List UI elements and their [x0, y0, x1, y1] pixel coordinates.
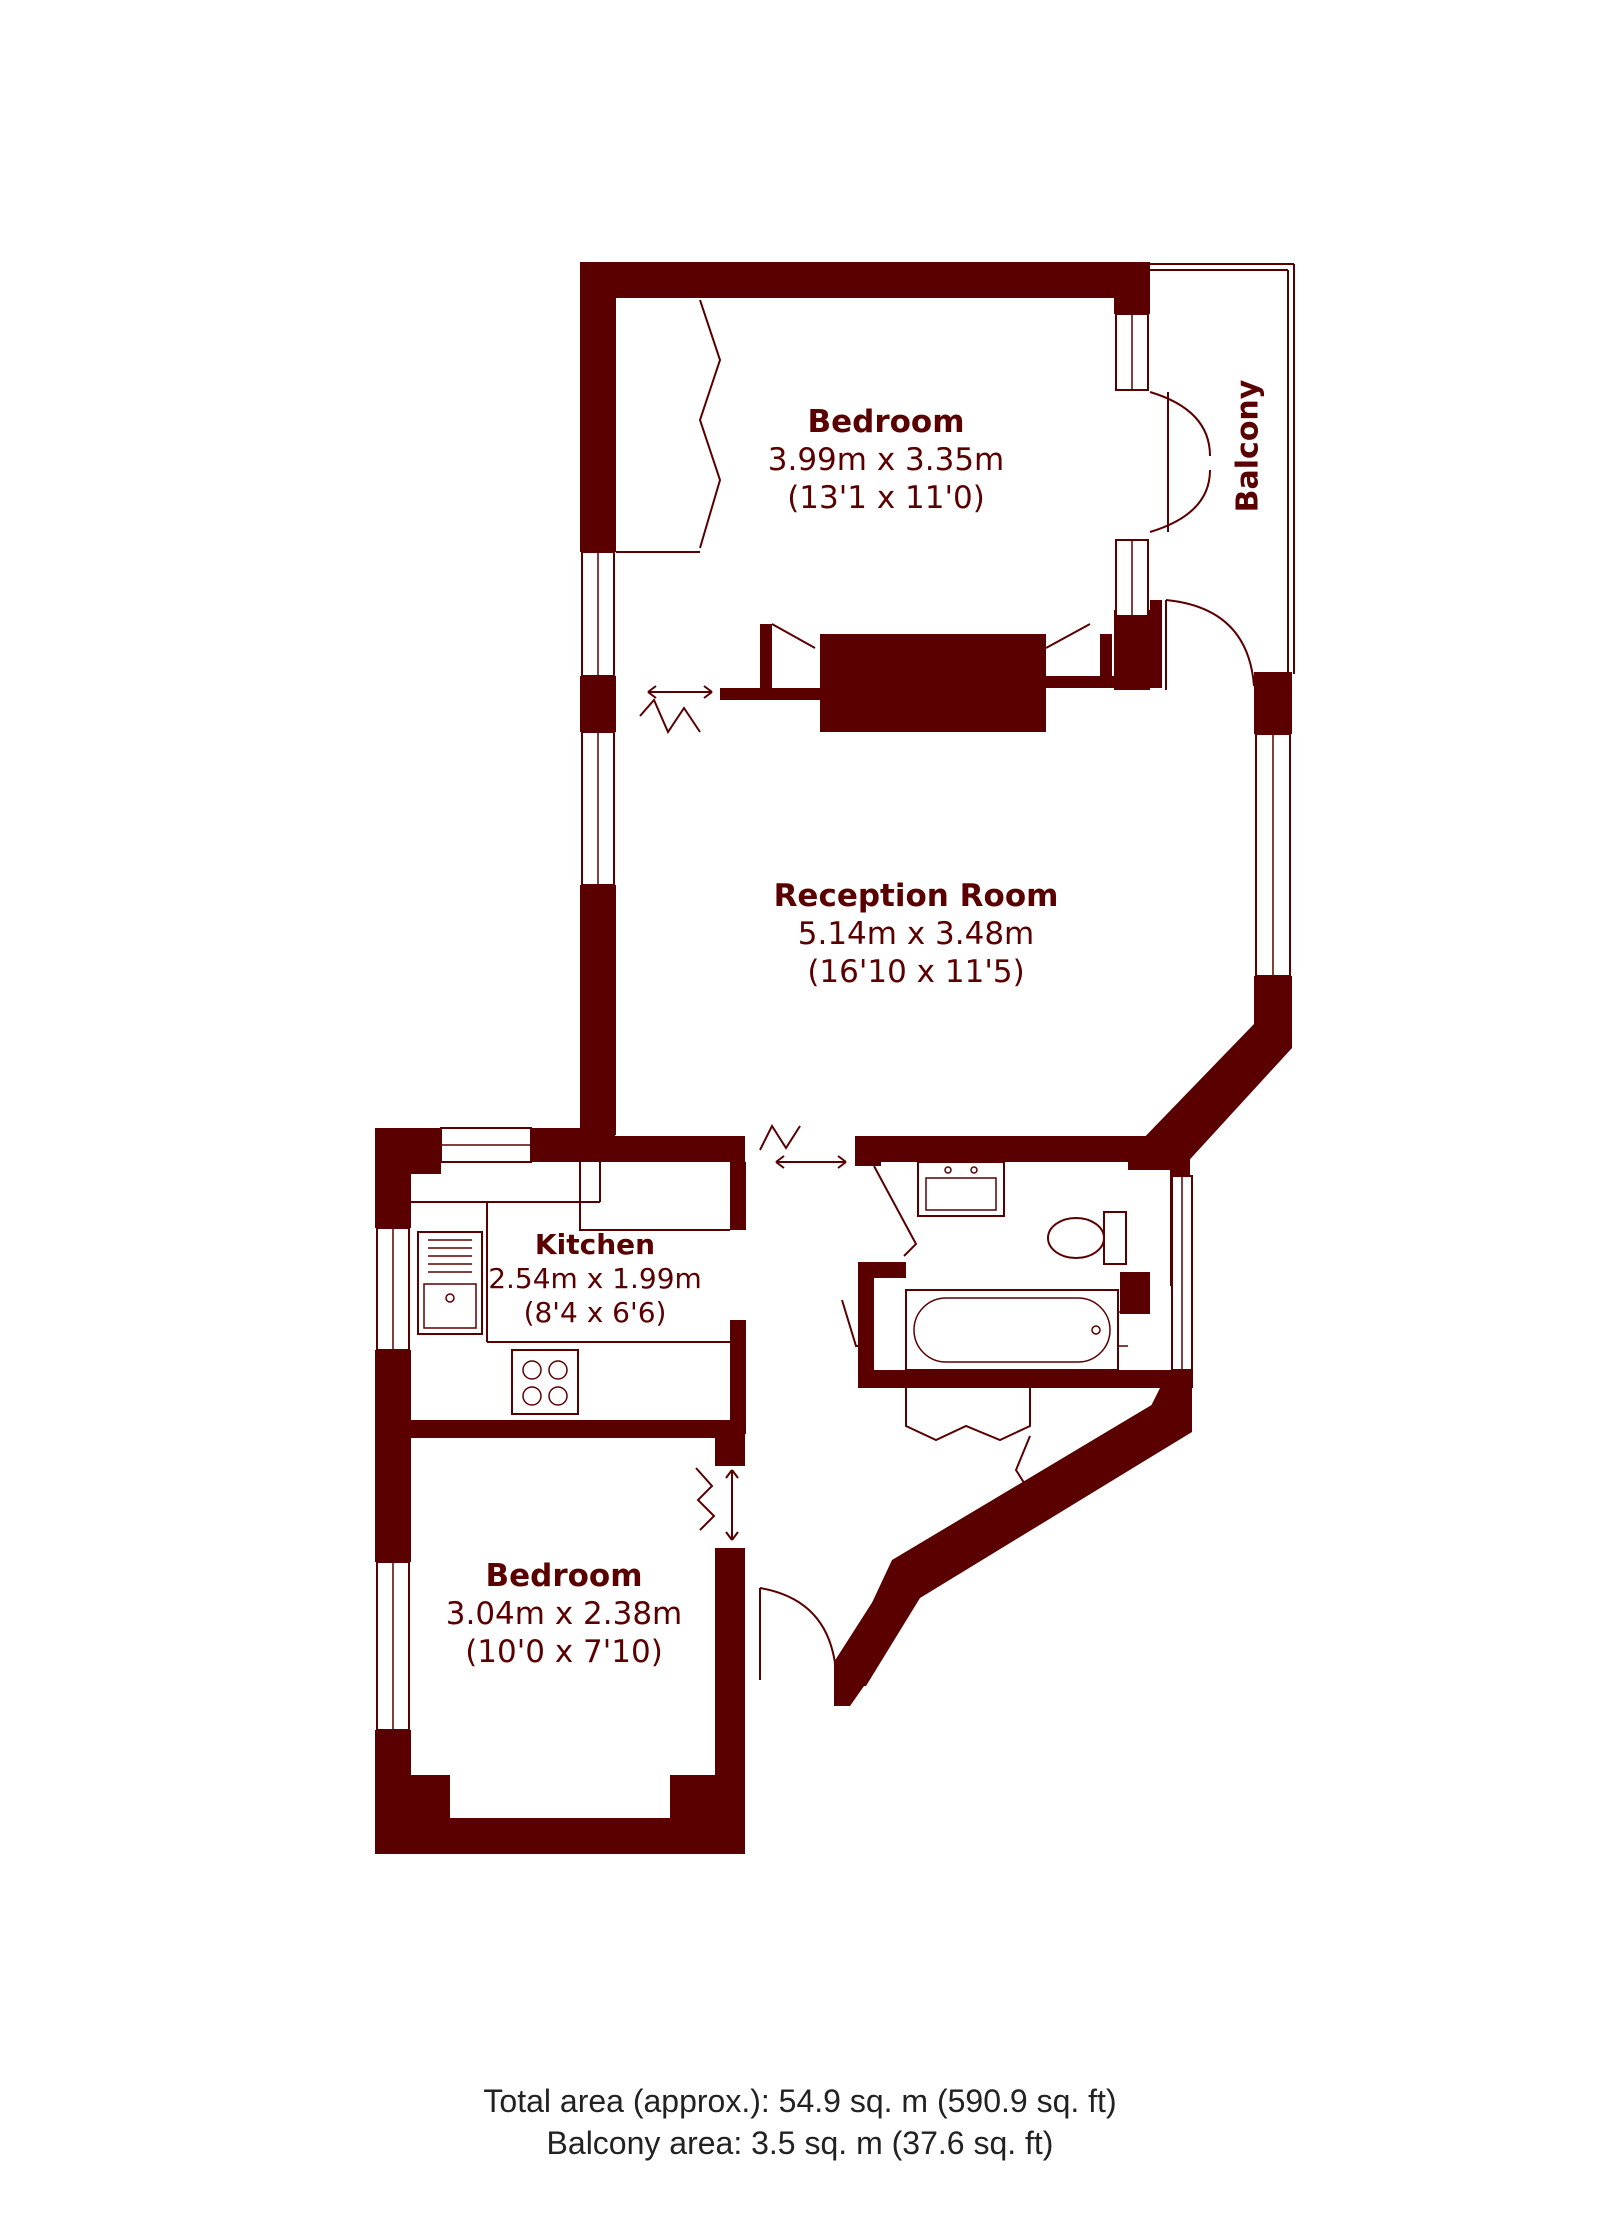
- total-area-text: Total area (approx.): 54.9 sq. m (590.9 …: [483, 2083, 1117, 2119]
- balcony-name: Balcony: [1230, 379, 1266, 513]
- toilet: [1047, 1217, 1105, 1259]
- room-dimensions-imperial: (13'1 x 11'0): [787, 479, 985, 516]
- bath: [905, 1289, 1119, 1371]
- room-label-bedroom-second: Bedroom 3.04m x 2.38m (10'0 x 7'10): [414, 1558, 714, 1671]
- room-name: Bedroom: [807, 404, 965, 440]
- fixtures: [411, 1161, 1128, 1415]
- balcony-outline: [1150, 263, 1295, 674]
- room-dimensions-imperial: (10'0 x 7'10): [465, 1633, 663, 1670]
- room-name: Reception Room: [773, 878, 1059, 914]
- doors: [579, 299, 1255, 1680]
- room-dimensions-metric: 3.04m x 2.38m: [445, 1595, 683, 1632]
- room-dimensions-metric: 3.99m x 3.35m: [767, 441, 1005, 478]
- room-label-bedroom-main: Bedroom 3.99m x 3.35m (13'1 x 11'0): [736, 404, 1036, 517]
- room-name: Bedroom: [485, 1558, 643, 1594]
- room-label-reception: Reception Room 5.14m x 3.48m (16'10 x 11…: [736, 878, 1096, 991]
- bathroom-basin: [917, 1161, 1005, 1217]
- kitchen-sink: [417, 1231, 483, 1335]
- room-dimensions-imperial: (8'4 x 6'6): [523, 1296, 667, 1330]
- room-dimensions-metric: 5.14m x 3.48m: [797, 915, 1035, 952]
- room-name: Kitchen: [534, 1228, 656, 1261]
- kitchen-hob: [511, 1349, 579, 1415]
- room-dimensions-imperial: (16'10 x 11'5): [807, 953, 1025, 990]
- room-dimensions-metric: 2.54m x 1.99m: [488, 1262, 702, 1296]
- room-label-kitchen: Kitchen 2.54m x 1.99m (8'4 x 6'6): [470, 1228, 720, 1330]
- balcony-area-text: Balcony area: 3.5 sq. m (37.6 sq. ft): [546, 2125, 1054, 2161]
- windows: [376, 313, 1291, 1731]
